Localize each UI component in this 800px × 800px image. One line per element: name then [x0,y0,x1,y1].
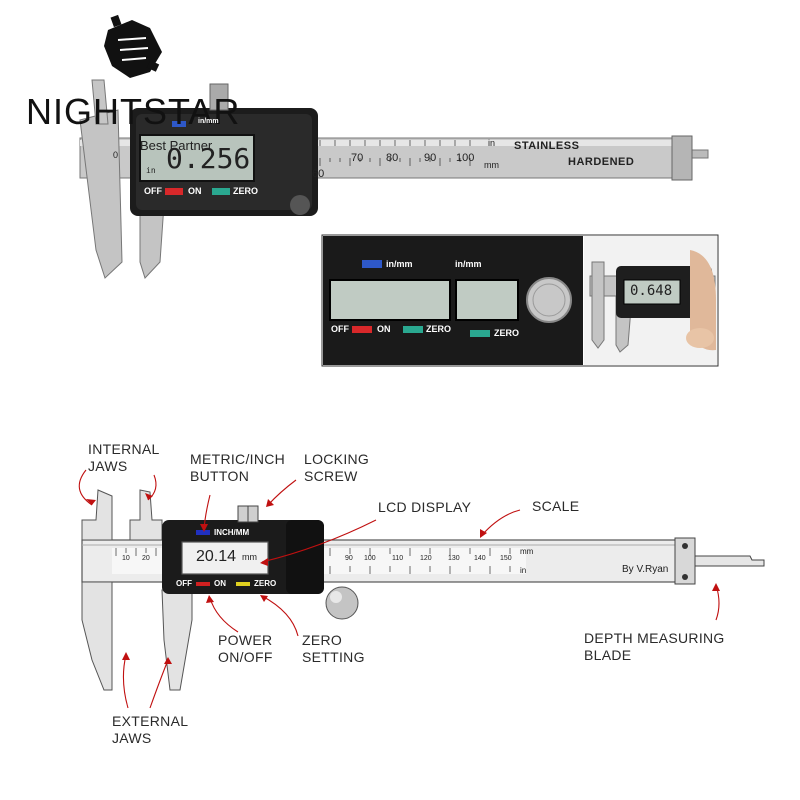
unit-in-label: in [488,138,496,148]
stamp-stainless: STAINLESS [514,140,580,152]
diagram-lcd-unit: mm [242,552,257,562]
diagram-unit-in: in [520,566,527,575]
zero-label: ZERO [233,186,259,196]
scale-label-90: 90 [424,152,437,164]
brand-tagline: Best Partner [140,138,213,153]
diagram-credit: By V.Ryan [622,564,669,575]
lcd-reading: 0.256 [166,142,251,175]
thumb3-lcd-reading: 0.648 [630,283,673,299]
on-label: ON [188,186,202,196]
scale-label-100: 100 [456,152,475,164]
unit-mm-label: mm [484,160,499,170]
diagram-scale-90: 90 [345,555,353,562]
mode-button-label: in/mm [198,118,219,125]
diagram-scale-120: 120 [420,555,432,562]
thumb2-mode-label: in/mm [455,259,482,269]
diagram-on-label: ON [214,579,226,588]
diagram-lcd-reading: 20.14 [196,548,237,565]
thumb1-zero-label: ZERO [426,324,452,334]
diagram-zero-label: ZERO [254,579,277,588]
diagram-scale-130: 130 [448,555,460,562]
diagram-scale-100: 100 [364,555,376,562]
thumb1-off-label: OFF [331,324,349,334]
diagram-off-label: OFF [176,579,192,588]
diagram-scale-10: 10 [122,555,130,562]
label-scale: SCALE [532,498,580,514]
diagram-scale-140: 140 [474,555,486,562]
lcd-unit: in [146,166,156,175]
diagram-unit-mm: mm [520,547,534,556]
scale-label-0: 0 [113,150,119,160]
fist-icon [104,14,162,78]
diagram-mode-button-label: INCH/MM [214,528,250,537]
diagram-scale-20: 20 [142,555,150,562]
scale-label-70: 70 [351,152,364,164]
diagram-scale-110: 110 [392,555,404,562]
brand-name: NIGHTSTAR [26,91,241,132]
scale-label-60: 60 [312,168,325,180]
thumb2-zero-label: ZERO [494,328,520,338]
diagram-scale-150: 150 [500,555,512,562]
thumb1-mode-label: in/mm [386,259,413,269]
scale-label-80: 80 [386,152,399,164]
label-lcd-display: LCD DISPLAY [378,499,472,515]
stamp-hardened: HARDENED [568,156,635,168]
off-label: OFF [144,186,162,196]
thumb1-on-label: ON [377,324,391,334]
